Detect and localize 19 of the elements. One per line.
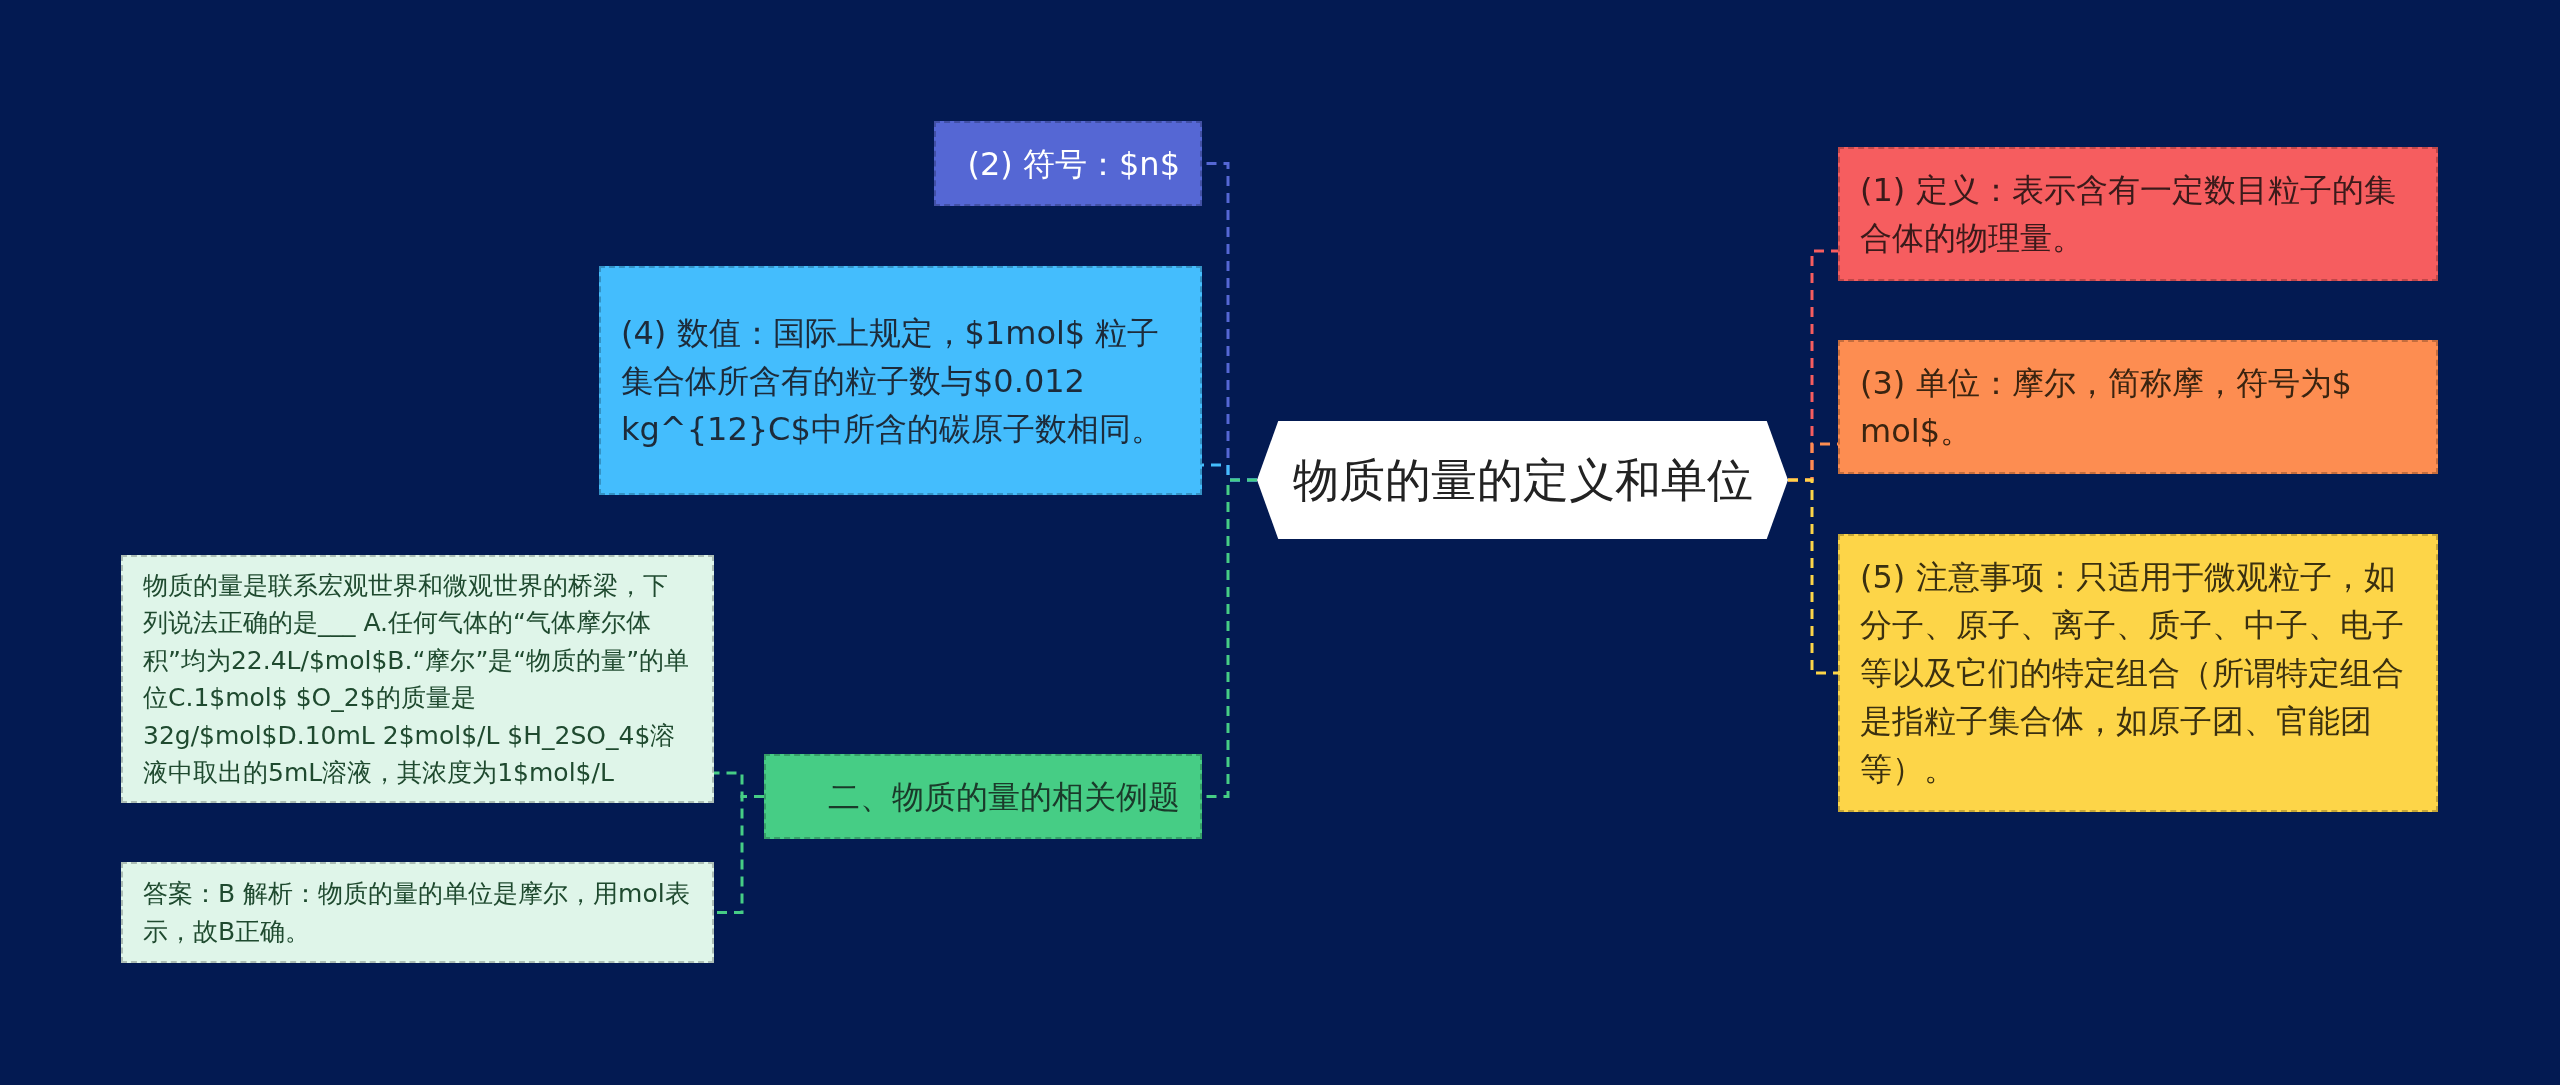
- connector-line: [1788, 478, 1838, 675]
- connector-line: [714, 795, 764, 914]
- topic-text: 答案：B 解析：物质的量的单位是摩尔，用mol表示，故B正确。: [143, 878, 691, 948]
- topic-text: (3) 单位：摩尔，简称摩，符号为$ mol$。: [1860, 363, 2353, 452]
- topic-box: [1838, 147, 2438, 281]
- topic-text: 二、物质的量的相关例题: [828, 776, 1180, 818]
- topic-text: (1) 定义：表示含有一定数目粒子的集合体的物理量。: [1860, 170, 2397, 259]
- topic-title: 物质的量的定义和单位: [1292, 451, 1753, 509]
- topic-text: (5) 注意事项：只适用于微观粒子，如分子、原子、离子、质子、中子、电子等以及它们的特定组合（所谓特定组合是指粒子集合体，如原子团、官能团等）。: [1860, 557, 2405, 790]
- topic-box: [599, 266, 1202, 495]
- topic-box: [1838, 534, 2438, 812]
- topic-box: [1838, 340, 2438, 474]
- topic-box: [934, 121, 1202, 206]
- topic-text: (2) 符号：$n$: [967, 143, 1180, 185]
- note-box: [121, 555, 714, 803]
- note-box: [121, 862, 714, 963]
- topic-text: 物质的量是联系宏观世界和微观世界的桥梁，下列说法正确的是___ A.任何气体的“气体摩尔体积”均为22.4L/$mol$B.“摩尔”是“物质的量”的单位C.1$mol$ $O_2$的质量是32g/$mol$D.10mL 2$mol$/L $H_2SO_4$溶液中取出的5mL溶液，其浓度为1$mol$/L: [143, 569, 691, 789]
- topic-text: (4) 数值：国际上规定，$1mol$ 粒子集合体所含有的粒子数与$0.012 kg^{12}C$中所含的碳原子数相同。: [621, 312, 1164, 450]
- topic-box: [764, 754, 1202, 839]
